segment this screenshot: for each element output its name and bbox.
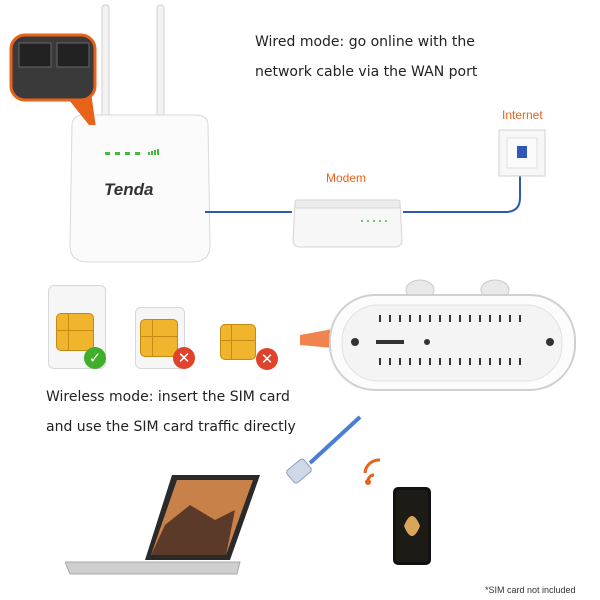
modem-label: Modem — [326, 171, 367, 185]
ethernet-cable — [280, 415, 365, 495]
wired-caption-line1: Wired mode: go online with the — [255, 34, 475, 50]
smartphone — [392, 486, 432, 566]
sim-card-micro: ✕ — [135, 307, 195, 377]
laptop-icon — [64, 475, 260, 575]
wired-caption-line2: network cable via the WAN port — [255, 64, 478, 80]
network-cables — [205, 168, 521, 213]
wireless-caption: Wireless mode: insert the SIM card and u… — [46, 382, 296, 442]
router-illustration — [69, 4, 211, 263]
router-sim-slot-view — [300, 270, 580, 400]
router-bottom-icon — [300, 279, 576, 391]
router — [60, 0, 220, 270]
wifi-icon — [360, 455, 395, 490]
ethernet-wall-socket-icon — [498, 129, 546, 177]
wan-port-zoom-icon — [9, 33, 97, 135]
wired-caption: Wired mode: go online with the network c… — [255, 27, 477, 87]
router-brand: Tenda — [104, 180, 154, 199]
wireless-caption-line1: Wireless mode: insert the SIM card — [46, 389, 290, 405]
footnote: *SIM card not included — [485, 585, 576, 595]
ethernet-cable-icon — [286, 415, 362, 484]
modem-icon — [292, 199, 403, 248]
wireless-caption-line2: and use the SIM card traffic directly — [46, 419, 296, 435]
port-zoom — [5, 25, 105, 135]
sim-card-nano: ✕ — [218, 322, 283, 377]
smartphone-icon — [393, 487, 431, 565]
modem — [290, 195, 405, 250]
error-x-icon: ✕ — [173, 347, 195, 369]
internet-label: Internet — [502, 108, 543, 122]
sim-card-standard: ✓ — [48, 285, 108, 375]
error-x-icon: ✕ — [256, 348, 278, 370]
laptop — [64, 470, 265, 580]
checkmark-icon: ✓ — [84, 347, 106, 369]
wifi-signal-icon — [363, 458, 381, 485]
wall-socket — [497, 128, 547, 178]
